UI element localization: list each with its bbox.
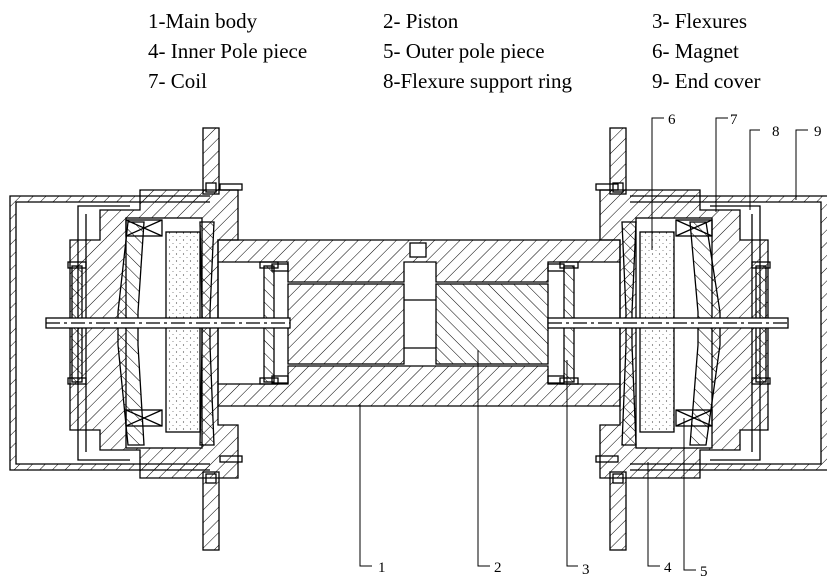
callout-9: 9 [814,124,822,140]
callout-3: 3 [582,562,590,576]
shaft-left [45,317,291,329]
callout-labels: 1 2 3 4 5 6 7 8 9 [378,112,822,576]
component-legend: 1-Main body 2- Piston 3- Flexures 4- Inn… [0,0,827,100]
main-body [217,239,621,407]
callout-5: 5 [700,564,708,576]
callout-2: 2 [494,560,502,576]
callout-7: 7 [730,112,738,128]
callout-1: 1 [378,560,386,576]
leader-lines [359,117,808,571]
legend-item-flexure-ring: 8-Flexure support ring [383,69,572,93]
stator-right [621,219,721,446]
legend-item-piston: 2- Piston [383,9,459,33]
end-cover-left [9,195,210,471]
bolts [219,183,619,463]
flange-left [202,127,220,551]
legend-item-magnet: 6- Magnet [652,39,739,63]
legend-item-outer-pole: 5- Outer pole piece [383,39,545,63]
callout-4: 4 [664,560,672,576]
shaft-right [547,317,789,329]
legend-item-flexures: 3- Flexures [652,9,748,33]
legend-item-main-body: 1-Main body [148,9,258,33]
callout-8: 8 [772,124,780,140]
legend-item-coil: 7- Coil [148,69,207,93]
piston [287,283,549,365]
legend-item-end-cover: 9- End cover [652,69,761,93]
callout-6: 6 [668,112,676,128]
stator-left [117,219,215,446]
legend-item-inner-pole: 4- Inner Pole piece [148,39,308,63]
